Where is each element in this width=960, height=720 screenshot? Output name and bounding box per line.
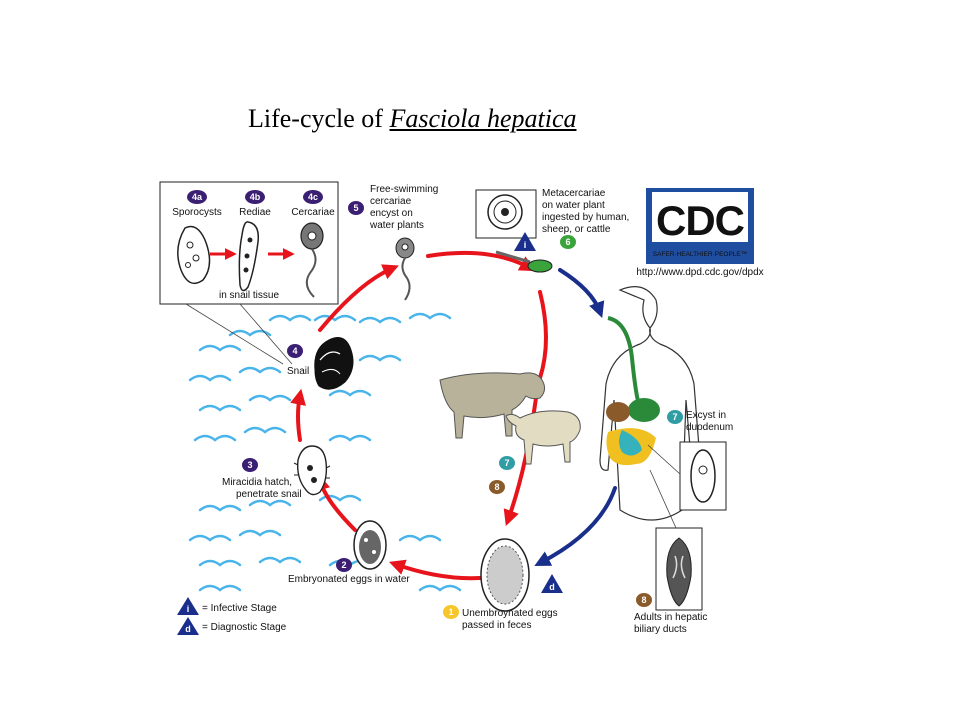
adult-fluke-icon xyxy=(655,527,703,611)
badge-4a: 4a xyxy=(187,190,207,204)
diagram-title: Life-cycle of Fasciola hepatica xyxy=(248,104,576,134)
badge-4b: 4b xyxy=(245,190,265,204)
badge-6: 6 xyxy=(560,235,576,249)
rediae-label: Rediae xyxy=(239,207,271,218)
stage1-line2: passed in feces xyxy=(462,620,532,631)
stage6-line4: sheep, or cattle xyxy=(542,224,611,235)
human-body-icon xyxy=(599,286,701,521)
stage8-line2: biliary ducts xyxy=(634,624,687,635)
snail-tissue-label: in snail tissue xyxy=(219,290,279,301)
title-species: Fasciola hepatica xyxy=(389,104,577,133)
svg-text:i: i xyxy=(524,240,527,250)
svg-text:1: 1 xyxy=(448,607,453,617)
svg-text:5: 5 xyxy=(353,203,358,213)
snail-label: Snail xyxy=(287,366,309,377)
svg-text:7: 7 xyxy=(504,458,509,468)
sporocysts-label: Sporocysts xyxy=(172,207,221,218)
svg-text:8: 8 xyxy=(494,482,499,492)
stage8-line1: Adults in hepatic xyxy=(634,612,707,623)
stage6-line1: Metacercariae xyxy=(542,188,606,199)
sheep-icon xyxy=(505,410,581,465)
badge-5: 5 xyxy=(348,201,364,215)
badge-4: 4 xyxy=(287,344,303,358)
title-prefix: Life-cycle of xyxy=(248,104,383,133)
sporocyst-icon xyxy=(177,225,211,285)
legend-diagnostic-icon: d xyxy=(177,617,199,635)
svg-text:4b: 4b xyxy=(250,192,261,202)
cow-icon xyxy=(439,372,546,439)
legend: i = Infective Stage d = Diagnostic Stage xyxy=(177,597,287,635)
svg-text:SAFER·HEALTHIER·PEOPLE™: SAFER·HEALTHIER·PEOPLE™ xyxy=(653,251,748,258)
snail-icon xyxy=(314,337,354,390)
legend-infective-label: = Infective Stage xyxy=(202,603,277,614)
svg-text:i: i xyxy=(187,604,190,614)
water-waves xyxy=(188,312,462,592)
badge-1: 1 xyxy=(443,605,459,619)
blue-arrows xyxy=(534,268,617,566)
infective-marker-6: i xyxy=(514,232,536,251)
stage5-line2: cercariae xyxy=(370,196,412,207)
legend-diagnostic-label: = Diagnostic Stage xyxy=(202,622,287,633)
svg-text:CDC: CDC xyxy=(656,197,745,244)
miracidium-icon xyxy=(293,445,331,496)
excysted-fluke-icon xyxy=(679,441,727,511)
cdc-url: http://www.dpd.cdc.gov/dpdx xyxy=(636,267,763,278)
svg-text:4c: 4c xyxy=(308,192,318,202)
badge-8: 8 xyxy=(636,593,652,607)
stage5-line1: Free-swimming xyxy=(370,184,438,195)
svg-text:8: 8 xyxy=(641,595,646,605)
diagnostic-marker: d xyxy=(541,574,563,593)
stage3-line2: penetrate snail xyxy=(236,489,302,500)
embryonated-egg-icon xyxy=(353,520,387,570)
badge-7: 7 xyxy=(667,410,683,424)
stage7-line2: duodenum xyxy=(686,422,733,433)
stage5-line4: water plants xyxy=(369,220,424,231)
spoon-icon xyxy=(495,250,553,273)
cdc-logo: CDC SAFER·HEALTHIER·PEOPLE™ xyxy=(646,188,754,264)
stage6-line3: ingested by human, xyxy=(542,212,629,223)
svg-text:d: d xyxy=(185,624,191,634)
badge-2: 2 xyxy=(336,558,352,572)
stage7-line1: Excyst in xyxy=(686,410,726,421)
stage5-line3: encyst on xyxy=(370,208,413,219)
free-cercaria-icon xyxy=(395,237,415,301)
svg-text:6: 6 xyxy=(565,237,570,247)
svg-text:d: d xyxy=(549,582,555,592)
stage1-line1: Unembroynated eggs xyxy=(462,608,558,619)
svg-text:2: 2 xyxy=(341,560,346,570)
stage2-label: Embryonated eggs in water xyxy=(288,574,410,585)
metacercaria-icon xyxy=(475,189,537,239)
stage3-line1: Miracidia hatch, xyxy=(222,477,292,488)
badge-4c: 4c xyxy=(303,190,323,204)
cercaria-icon xyxy=(300,222,324,298)
cercariae-label: Cercariae xyxy=(291,207,335,218)
svg-text:7: 7 xyxy=(672,412,677,422)
unembryonated-egg-icon xyxy=(480,538,530,612)
snail-tissue-inset: 4a Sporocysts 4b Rediae 4c Cercariae in … xyxy=(159,181,339,365)
svg-text:4: 4 xyxy=(292,346,297,356)
badge-7-center: 7 xyxy=(499,456,515,470)
legend-infective-icon: i xyxy=(177,597,199,615)
svg-text:4a: 4a xyxy=(192,192,203,202)
badge-3: 3 xyxy=(242,458,258,472)
stage6-line2: on water plant xyxy=(542,200,605,211)
badge-8-center: 8 xyxy=(489,480,505,494)
svg-text:3: 3 xyxy=(247,460,252,470)
